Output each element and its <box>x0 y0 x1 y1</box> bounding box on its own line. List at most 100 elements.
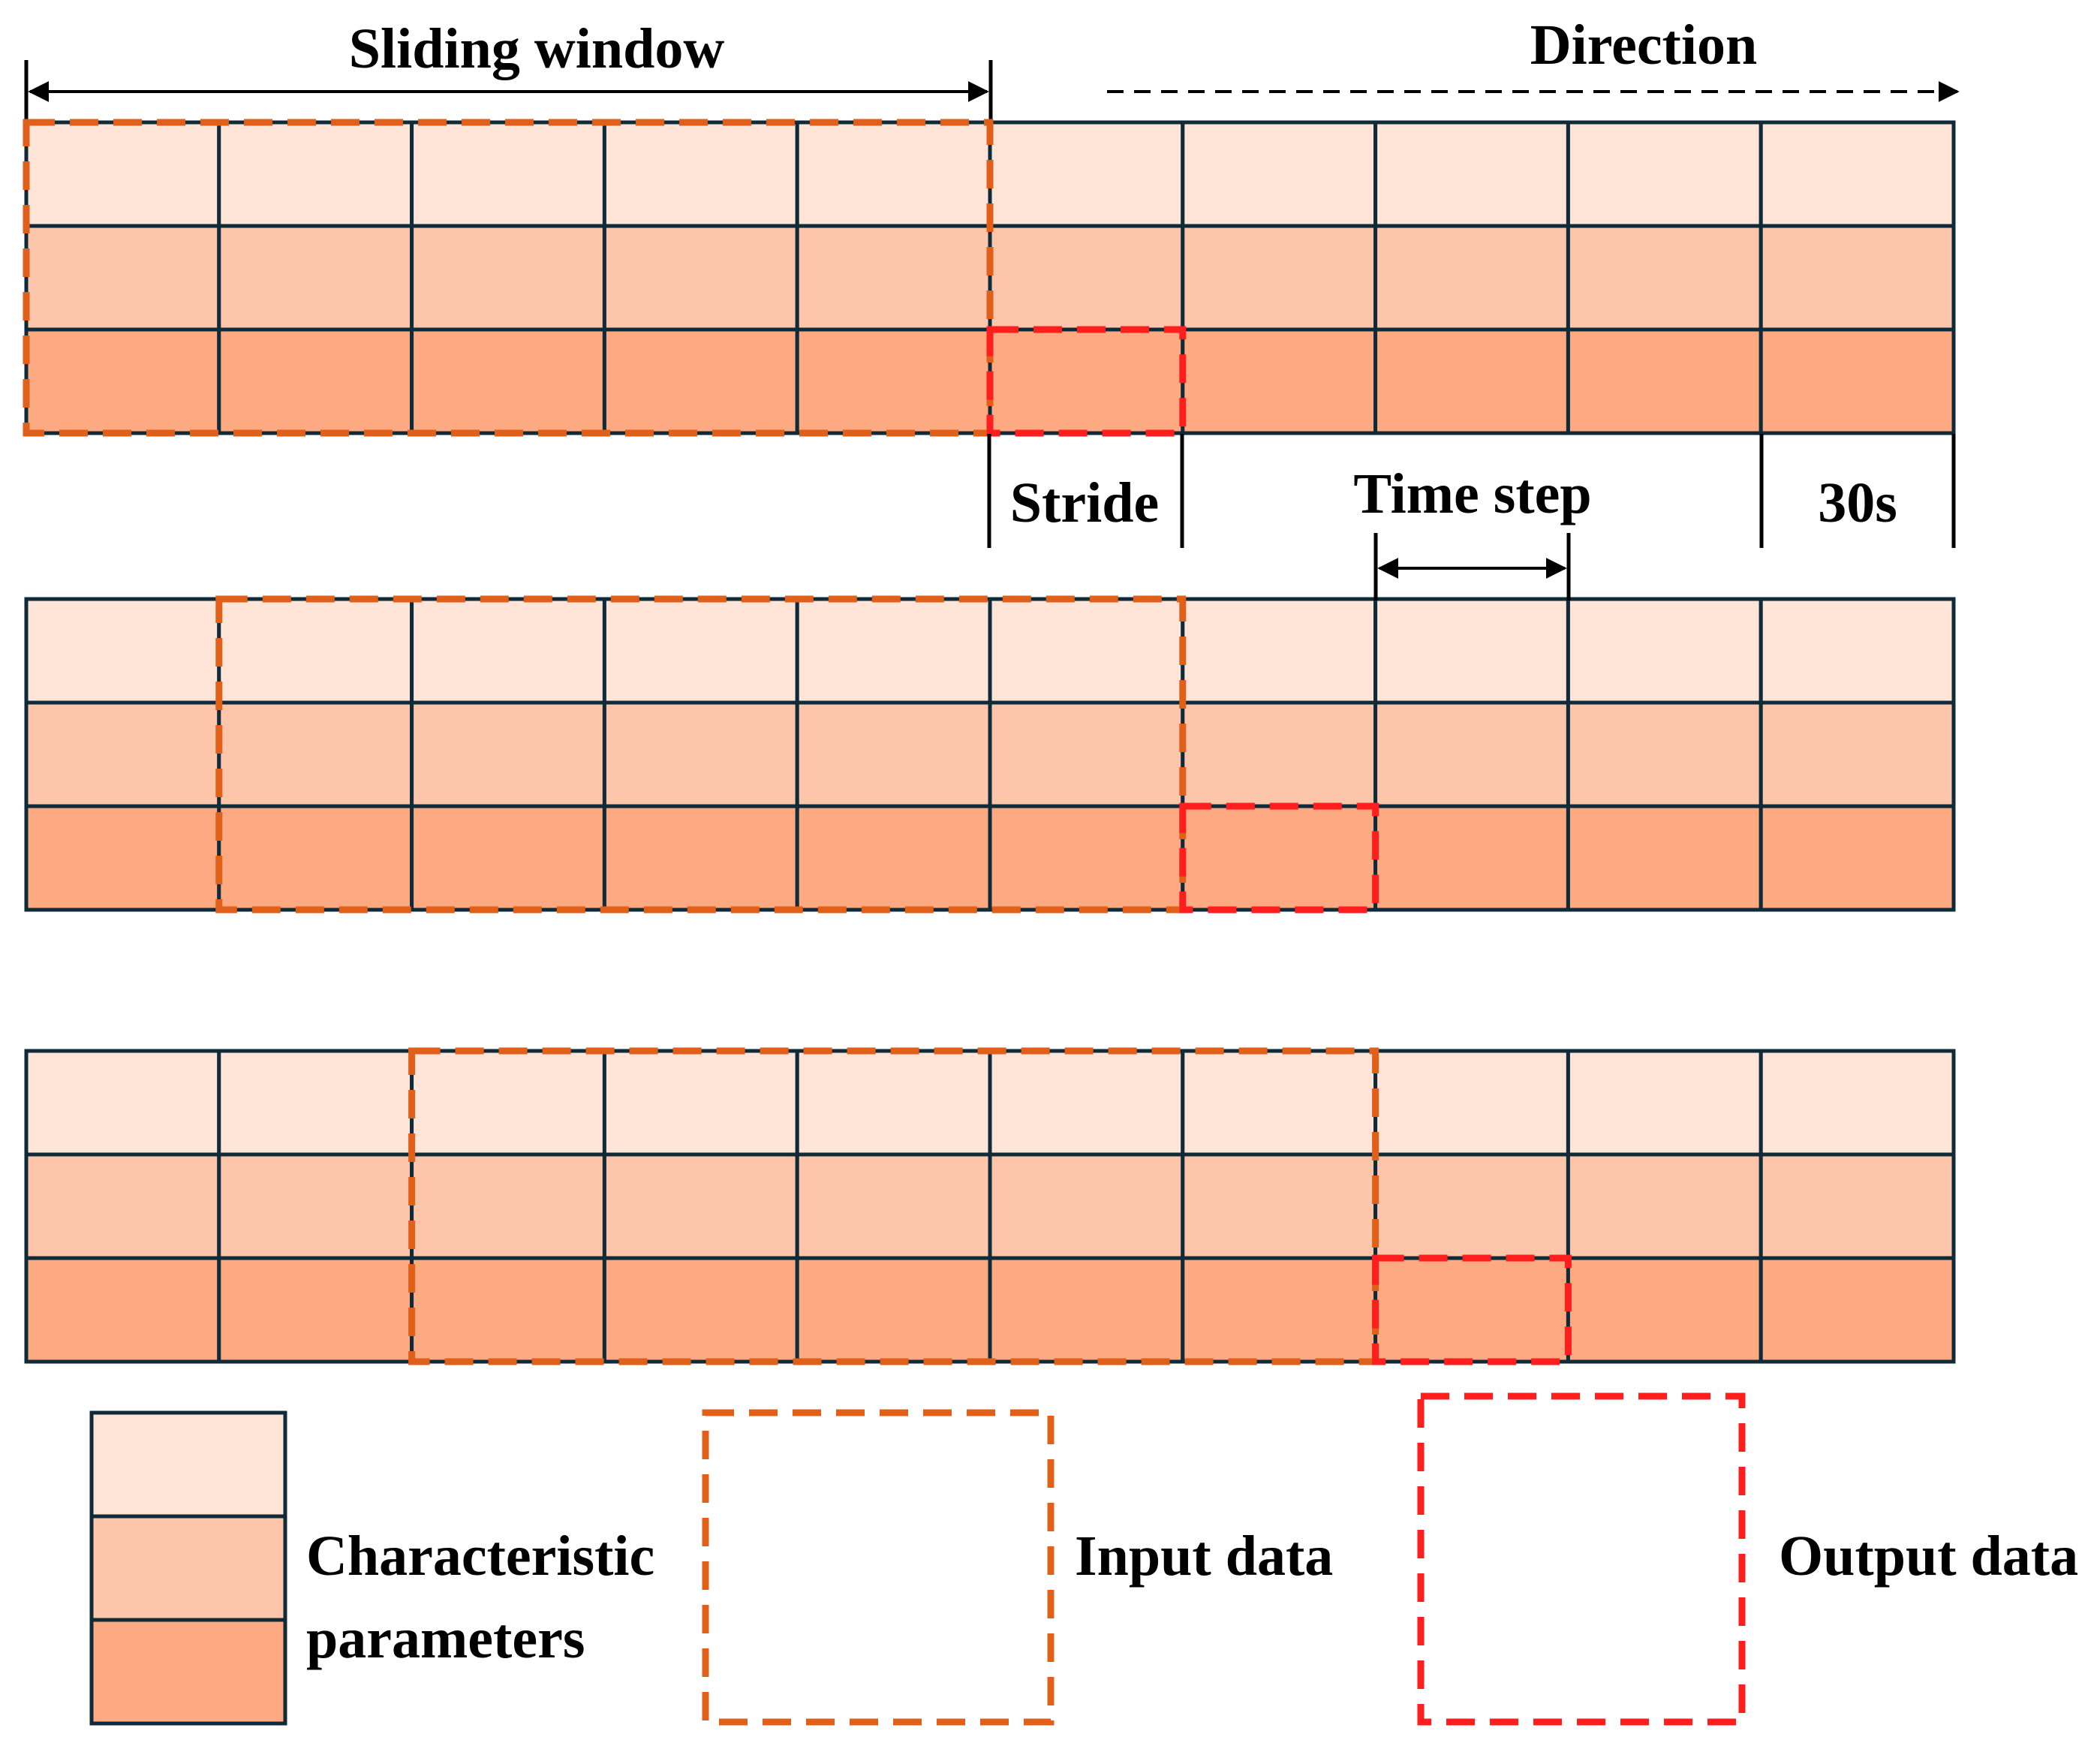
grids-layer <box>23 119 1956 1365</box>
grid-cell <box>1566 224 1763 332</box>
grid-cell <box>1373 1256 1570 1364</box>
grid-cell <box>1759 120 1956 228</box>
grid-cell <box>1181 597 1378 705</box>
grid-cell <box>1373 224 1570 332</box>
grid-cell <box>1181 224 1378 332</box>
grid-cell <box>217 120 414 228</box>
grid-cell <box>410 1152 606 1260</box>
grid-cell <box>24 327 221 435</box>
grid-cell <box>1759 804 1956 912</box>
direction-annotation: Direction <box>1107 14 1960 102</box>
input-window-box <box>408 1047 1379 1365</box>
grid-cell <box>217 1256 414 1364</box>
grid-cell <box>1759 1256 1956 1364</box>
grid-cell <box>988 1256 1185 1364</box>
grid-cell <box>1373 1049 1570 1157</box>
grid-cell <box>24 1152 221 1260</box>
grid-cell <box>602 120 799 228</box>
grid-cell <box>1181 804 1378 912</box>
grid-cell <box>1759 700 1956 808</box>
time-step-label: Time step <box>1353 462 1591 525</box>
grid-cell <box>795 597 992 705</box>
grid-cell <box>602 327 799 435</box>
grid-cell <box>1181 1256 1378 1364</box>
legend-characteristic-swatch <box>89 1410 287 1726</box>
grid-3 <box>24 1047 1956 1365</box>
grid-cell <box>795 1256 992 1364</box>
output-cell-box <box>1372 1254 1572 1365</box>
interval-label: 30s <box>1818 471 1897 534</box>
time-step-annotation: Time step <box>1353 462 1592 601</box>
grid-cell <box>217 804 414 912</box>
output-cell-box <box>1179 802 1379 914</box>
grid-cell <box>1373 597 1570 705</box>
grid-cell <box>988 120 1185 228</box>
grid-cell <box>24 224 221 332</box>
grid-cell <box>795 700 992 808</box>
sliding-window-annotation: Sliding window <box>24 17 993 124</box>
grid-cell <box>217 700 414 808</box>
grid-cell <box>1566 1152 1763 1260</box>
grid-cell <box>24 597 221 705</box>
grid-cell <box>988 1152 1185 1260</box>
input-window-box <box>23 119 994 437</box>
grid-cell <box>1566 700 1763 808</box>
grid-cell <box>988 1049 1185 1157</box>
grid-cell <box>1373 700 1570 808</box>
legend: Characteristic parameters Input data Out… <box>89 1392 2078 1726</box>
grid-cell <box>217 327 414 435</box>
grid-cell <box>217 597 414 705</box>
input-window-box <box>215 595 1187 914</box>
grid-cell <box>1759 224 1956 332</box>
grid-cell <box>988 804 1185 912</box>
grid-cell <box>1566 120 1763 228</box>
sliding-window-label: Sliding window <box>349 17 725 80</box>
grid-cell <box>24 700 221 808</box>
legend-output-swatch <box>1417 1392 1746 1726</box>
grid-cell <box>410 804 606 912</box>
grid-2 <box>24 595 1956 914</box>
grid-cell <box>24 120 221 228</box>
grid-cell <box>988 224 1185 332</box>
grid-cell <box>602 804 799 912</box>
grid-cell <box>602 1152 799 1260</box>
interval-annotation: 30s <box>1759 434 1956 548</box>
direction-label: Direction <box>1530 14 1758 77</box>
legend-input-label: Input data <box>1075 1525 1333 1588</box>
stride-label: Stride <box>1010 471 1159 534</box>
grid-cell <box>795 804 992 912</box>
grid-cell <box>988 327 1185 435</box>
grid-cell <box>1181 1049 1378 1157</box>
grid-cell <box>1759 1049 1956 1157</box>
grid-cell <box>410 224 606 332</box>
grid-cell <box>410 327 606 435</box>
output-cell-box <box>986 326 1187 437</box>
grid-cell <box>410 597 606 705</box>
grid-cell <box>1373 804 1570 912</box>
grid-cell <box>795 1152 992 1260</box>
grid-cell <box>988 597 1185 705</box>
legend-input-swatch <box>702 1409 1055 1726</box>
grid-cell <box>217 1152 414 1260</box>
grid-cell <box>602 700 799 808</box>
grid-cell <box>410 1256 606 1364</box>
grid-cell <box>24 1256 221 1364</box>
legend-characteristic-label-line1: Characteristic <box>306 1525 654 1588</box>
grid-1 <box>23 119 1956 437</box>
grid-cell <box>795 224 992 332</box>
grid-cell <box>988 700 1185 808</box>
grid-cell <box>602 1049 799 1157</box>
grid-cell <box>1373 1152 1570 1260</box>
grid-cell <box>1566 1049 1763 1157</box>
grid-cell <box>1759 597 1956 705</box>
grid-cell <box>795 327 992 435</box>
grid-cell <box>1181 1152 1378 1260</box>
grid-cell <box>602 224 799 332</box>
legend-output-label: Output data <box>1779 1525 2078 1588</box>
grid-cell <box>1566 804 1763 912</box>
grid-cell <box>1373 120 1570 228</box>
grid-cell <box>1566 597 1763 705</box>
grid-cell <box>795 120 992 228</box>
grid-cell <box>602 1256 799 1364</box>
grid-cell <box>1566 1256 1763 1364</box>
